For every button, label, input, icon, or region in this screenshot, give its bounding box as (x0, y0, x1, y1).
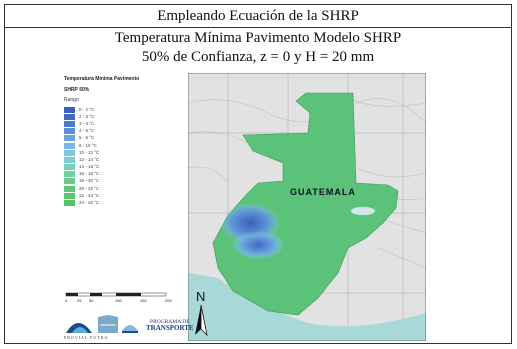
lake-izabal (350, 206, 376, 216)
scale-tick-label: 100 (115, 298, 122, 303)
legend-item: 20 - 22 °C (64, 185, 184, 192)
legend-label: 2 - 3 °C (79, 113, 95, 119)
legend-swatch (64, 120, 75, 127)
legend-item: 22 - 24 °C (64, 192, 184, 199)
partner-text: PROVIAL FUTRA (64, 335, 109, 340)
country-label: GUATEMALA (290, 187, 356, 197)
legend-item: 2 - 3 °C (64, 113, 184, 120)
legend-label: 6 - 10 °C (79, 142, 97, 148)
legend-label: 16 - 18 °C (79, 171, 100, 177)
legend-label: 22 - 24 °C (79, 192, 100, 198)
ocean (188, 273, 426, 341)
legend-item: 6 - 10 °C (64, 142, 184, 149)
legend-swatch (64, 164, 75, 171)
scale-tick-label: 200 (165, 298, 172, 303)
legend-swatch (64, 128, 75, 135)
program-logo-text: PROGRAMA DE TRANSPORTE (146, 319, 194, 332)
page-title: Empleando Ecuación de la SHRP (5, 5, 511, 28)
legend-swatch (64, 185, 75, 192)
legend-title: Temperatura Minima Pavimento (64, 76, 140, 82)
legend-swatch (64, 192, 75, 199)
legend-label: 20 - 22 °C (79, 185, 100, 191)
legend-swatch (64, 156, 75, 163)
north-label: N (196, 289, 205, 304)
legend-subtitle: SHRP 50% (64, 87, 90, 93)
legend-label: 12 - 14 °C (79, 156, 100, 162)
map-legend: Temperatura Minima Pavimento SHRP 50% Ra… (64, 76, 184, 207)
legend-label: 0 - 2 °C (79, 106, 95, 112)
legend-label: 10 - 12 °C (79, 149, 100, 155)
legend-item: 24 - 26 °C (64, 199, 184, 207)
legend-item: 14 - 16 °C (64, 164, 184, 171)
legend-label: 5 - 6 °C (79, 135, 95, 141)
legend-label: 24 - 26 °C (79, 200, 100, 206)
legend-item: 18 - 20 °C (64, 178, 184, 185)
program-line1: PROGRAMA DE (150, 319, 190, 325)
north-arrow-icon: N (195, 289, 208, 337)
legend-item: 3 - 4 °C (64, 120, 184, 127)
legend-swatch (64, 171, 75, 178)
report-frame: Empleando Ecuación de la SHRP Temperatur… (4, 4, 512, 344)
legend-item: 4 - 5 °C (64, 128, 184, 135)
legend-item: 0 - 2 °C (64, 106, 184, 113)
legend-swatch (64, 135, 75, 142)
scale-tick-label: 0 (65, 298, 68, 303)
legend-item: 10 - 12 °C (64, 149, 184, 156)
legend-range-label: Rango (64, 97, 79, 103)
program-logo-icon (66, 315, 138, 333)
scale-tick-label: 50 (89, 298, 94, 303)
scale-tick-label: 25 (77, 298, 82, 303)
legend-item: 5 - 6 °C (64, 135, 184, 142)
map-subtitle: 50% de Confianza, z = 0 y H = 20 mm (141, 49, 375, 65)
legend-label: 18 - 20 °C (79, 178, 100, 184)
temperature-map: GUATEMALA N (188, 73, 426, 341)
institution-logos: PROGRAMA DE TRANSPORTE PROVIAL FUTRA (64, 311, 194, 341)
legend-swatch (64, 178, 75, 185)
legend-item: 16 - 18 °C (64, 171, 184, 178)
legend-label: 3 - 4 °C (79, 120, 95, 126)
legend-label: 4 - 5 °C (79, 128, 95, 134)
legend-label: 14 - 16 °C (79, 164, 100, 170)
legend-swatch (64, 142, 75, 149)
map-title: Temperatura Mínima Pavimento Modelo SHRP (114, 30, 402, 46)
legend-swatch (64, 106, 75, 113)
guatemala-shape (212, 92, 399, 316)
scale-tick-label: 150 (140, 298, 147, 303)
program-line2: TRANSPORTE (146, 324, 194, 332)
legend-swatch (64, 149, 75, 156)
legend-swatch (64, 113, 75, 120)
legend-swatch (64, 200, 75, 207)
scale-bar: 0 25 50 100 150 200 (65, 292, 172, 303)
legend-item: 12 - 14 °C (64, 156, 184, 163)
